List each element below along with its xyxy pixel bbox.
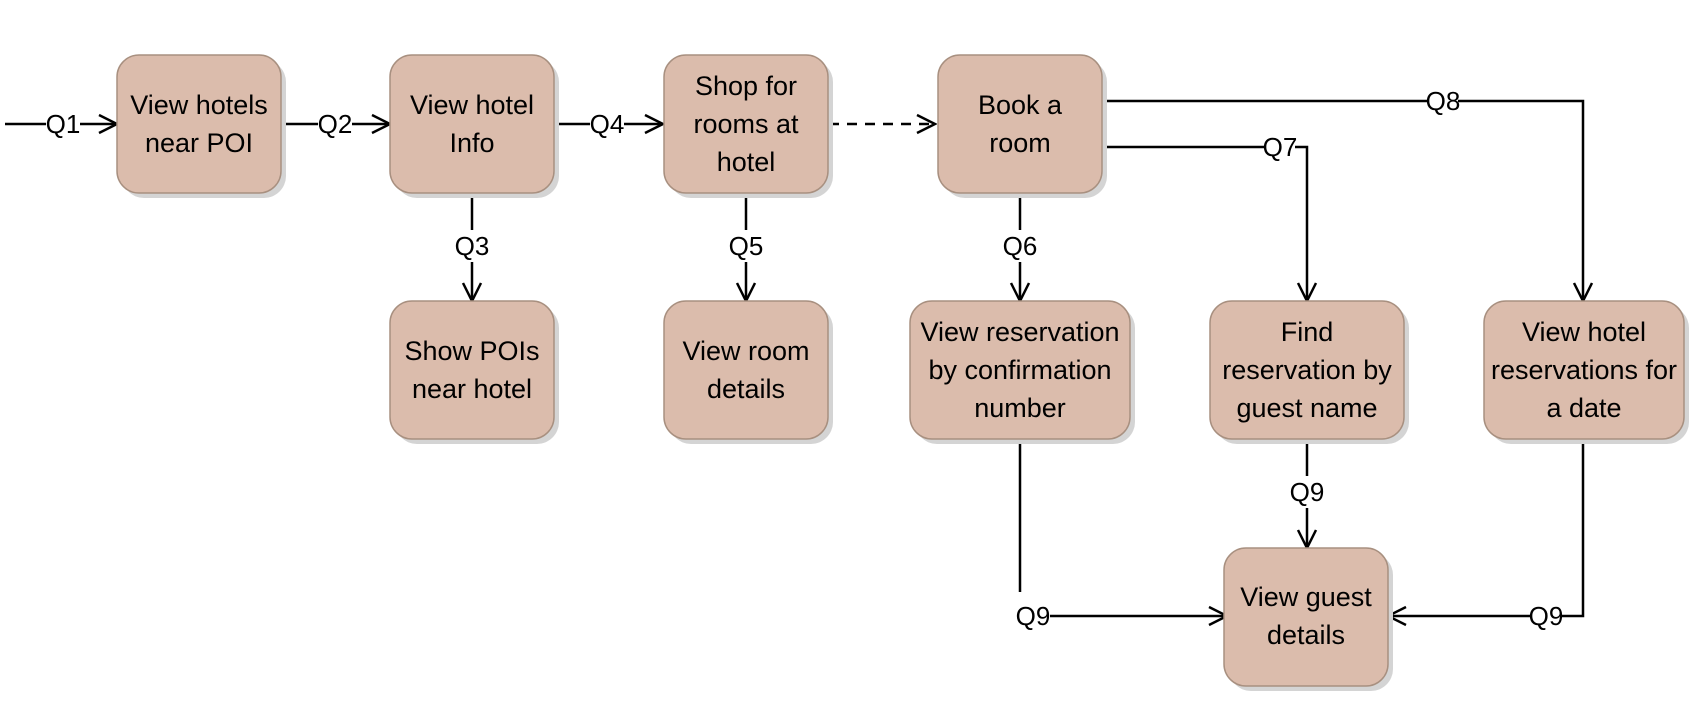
node-label-line: Find bbox=[1281, 317, 1334, 347]
node-label-line: rooms at bbox=[693, 109, 799, 139]
edge-labels: Q1 Q2 Q4 Q3 Q5 Q6 Q7 Q8 Q9 Q9 Q9 bbox=[46, 86, 1564, 631]
node-label-line: near POI bbox=[145, 128, 253, 158]
edge-q9-date-line-a bbox=[1562, 438, 1585, 618]
node-label-line: Shop for bbox=[695, 71, 797, 101]
edge-label-q7: Q7 bbox=[1263, 132, 1298, 162]
node-label-line: Show POIs bbox=[404, 336, 539, 366]
node-box bbox=[116, 54, 282, 194]
edge-label-q9-guest-name: Q9 bbox=[1290, 477, 1325, 507]
node-label-line: guest name bbox=[1236, 393, 1377, 423]
node-label-line: near hotel bbox=[412, 374, 532, 404]
node-label-line: View reservation bbox=[920, 317, 1119, 347]
node-label-line: Book a bbox=[978, 90, 1063, 120]
node-label: Show POIs near hotel bbox=[404, 336, 539, 404]
node-label: View room details bbox=[682, 336, 809, 404]
node-box bbox=[1483, 300, 1685, 440]
node-box bbox=[1223, 547, 1389, 687]
node-box bbox=[663, 300, 829, 440]
edge-label-q4: Q4 bbox=[590, 109, 625, 139]
edge-q8-line-b bbox=[1458, 99, 1583, 301]
edge-label-q2: Q2 bbox=[318, 109, 353, 139]
node-box bbox=[1209, 300, 1405, 440]
node-label-line: by confirmation bbox=[928, 355, 1111, 385]
edge-lines bbox=[5, 99, 1585, 618]
node-label-line: View hotels bbox=[130, 90, 268, 120]
node-label-line: reservations for bbox=[1491, 355, 1677, 385]
node-label: View hotels near POI bbox=[130, 90, 268, 158]
edge-label-q8: Q8 bbox=[1426, 86, 1461, 116]
node-box bbox=[389, 54, 555, 194]
node-label-line: View hotel bbox=[1522, 317, 1646, 347]
node-label: Book a room bbox=[978, 90, 1063, 158]
node-label-line: View guest bbox=[1240, 582, 1372, 612]
node-label: View hotel reservations for a date bbox=[1491, 317, 1677, 423]
node-view-guest-details: View guest details bbox=[1223, 547, 1393, 691]
node-label-line: details bbox=[707, 374, 785, 404]
edge-label-q9-confirmation: Q9 bbox=[1016, 601, 1051, 631]
node-shop-for-rooms-at-hotel: Shop for rooms at hotel bbox=[663, 54, 833, 198]
edge-label-q9-date: Q9 bbox=[1529, 601, 1564, 631]
node-label: Shop for rooms at hotel bbox=[693, 71, 799, 177]
node-show-pois-near-hotel: Show POIs near hotel bbox=[389, 300, 559, 444]
node-label: View reservation by confirmation number bbox=[920, 317, 1119, 423]
node-label-line: Info bbox=[449, 128, 494, 158]
node-box bbox=[909, 300, 1131, 440]
node-box bbox=[389, 300, 555, 440]
node-view-reservation-by-confirmation-number: View reservation by confirmation number bbox=[909, 300, 1135, 444]
node-label-line: room bbox=[989, 128, 1051, 158]
edge-label-q3: Q3 bbox=[455, 231, 490, 261]
node-label: View guest details bbox=[1240, 582, 1372, 650]
edge-label-q6: Q6 bbox=[1003, 231, 1038, 261]
node-book-a-room: Book a room bbox=[937, 54, 1107, 198]
node-label-line: reservation by bbox=[1222, 355, 1392, 385]
node-label-line: View hotel bbox=[410, 90, 534, 120]
edge-label-q5: Q5 bbox=[729, 231, 764, 261]
node-label: Find reservation by guest name bbox=[1222, 317, 1392, 423]
edge-q7-line-b bbox=[1295, 145, 1307, 301]
node-view-room-details: View room details bbox=[663, 300, 833, 444]
node-label-line: View room bbox=[682, 336, 809, 366]
node-box bbox=[663, 54, 829, 194]
node-box bbox=[937, 54, 1103, 194]
node-label-line: hotel bbox=[717, 147, 776, 177]
node-find-reservation-by-guest-name: Find reservation by guest name bbox=[1209, 300, 1409, 444]
node-view-hotel-reservations-for-a-date: View hotel reservations for a date bbox=[1483, 300, 1689, 444]
edge-label-q1: Q1 bbox=[46, 109, 81, 139]
node-view-hotels-near-poi: View hotels near POI bbox=[116, 54, 286, 198]
node-label-line: number bbox=[974, 393, 1066, 423]
node-label-line: a date bbox=[1546, 393, 1621, 423]
node-label-line: details bbox=[1267, 620, 1345, 650]
